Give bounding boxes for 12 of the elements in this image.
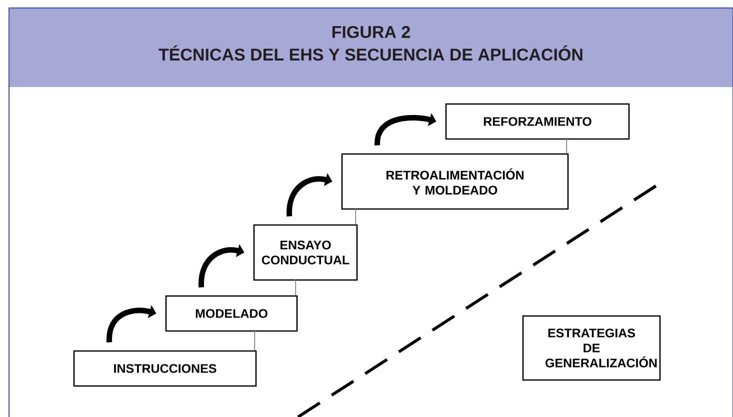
connector-line [566,138,568,154]
step-box: ENSAYO CONDUCTUAL [253,224,358,281]
figure-number: FIGURA 2 [332,26,410,38]
connector-line [254,330,256,351]
step-box: INSTRUCCIONES [73,350,257,387]
step-box: ESTRATEGIAS DE GENERALIZACIÓN [522,315,661,381]
figure-title: TÉCNICAS DEL EHS Y SECUENCIA DE APLICACIÓN [158,45,582,61]
step-box: REFORZAMIENTO [445,103,630,140]
step-box: MODELADO [165,295,298,332]
step-box: RETROALIMENTACIÓN Y MOLDEADO [341,153,569,210]
connector-line [295,278,296,296]
connector-line [355,208,356,225]
